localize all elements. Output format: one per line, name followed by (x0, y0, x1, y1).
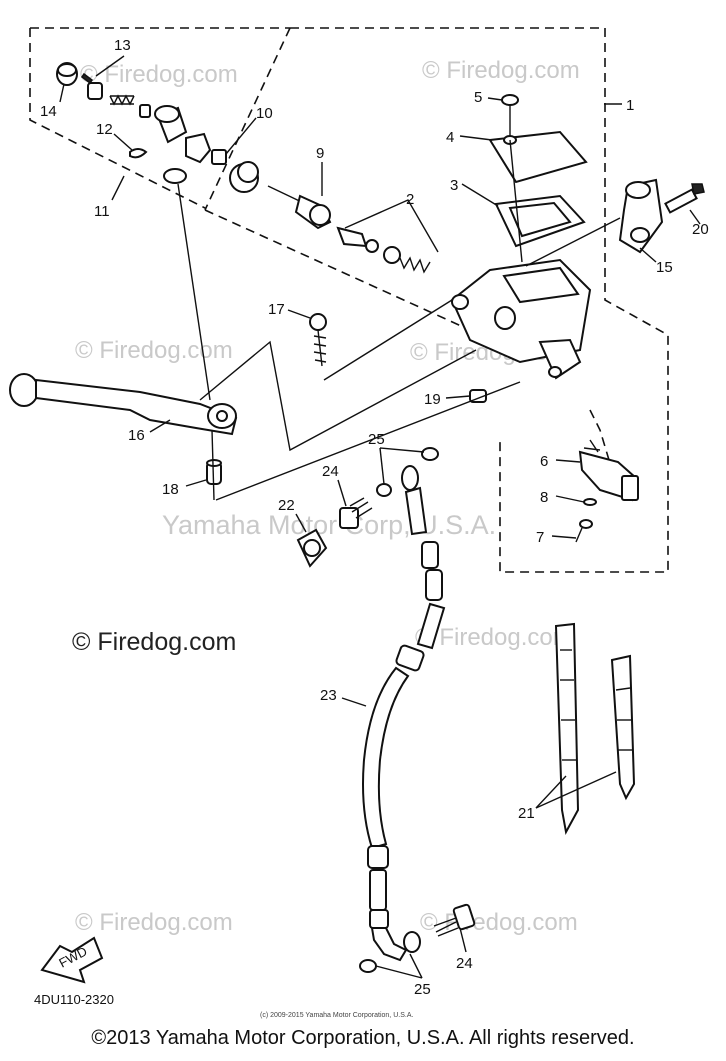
callout-24-upper: 24 (322, 463, 339, 480)
pivot-piston (154, 105, 188, 144)
watermark: © Firedog.com (422, 57, 580, 84)
watermark: © Firedog.com (75, 909, 233, 936)
part-3-diaphragm (494, 194, 586, 248)
part-12-clip (129, 148, 148, 159)
callout-15: 15 (656, 259, 673, 276)
part-2-piston-kit (336, 226, 431, 274)
watermark: © Firedog.com (415, 624, 573, 651)
callout-9: 9 (316, 145, 324, 162)
part-20-bolt (664, 183, 705, 214)
watermark: © Firedog.com (75, 337, 233, 364)
lever-line-3 (215, 381, 521, 501)
part-14-cap (56, 62, 78, 86)
part-22-bleeder (296, 528, 328, 568)
part-5-screw (501, 94, 519, 136)
callout-3: 3 (450, 177, 458, 194)
bracket-2 (344, 199, 439, 253)
part-21-cable-strap (554, 622, 580, 835)
copyright-footer: ©2013 Yamaha Motor Corporation, U.S.A. A… (91, 1027, 635, 1049)
part-24-union-bolt-upper (339, 497, 373, 529)
callout-23: 23 (320, 687, 337, 704)
callout-5: 5 (474, 89, 482, 106)
part-15-holder (618, 178, 664, 254)
callout-labels: 1 2 3 4 5 6 7 8 9 10 11 12 13 14 15 16 1… (40, 37, 709, 998)
dashed-boundary-right (589, 409, 613, 471)
part-21-cable-strap (610, 654, 636, 801)
part-25-washer-upper (376, 483, 392, 497)
watermark: Yamaha Motor Corp, U.S.A. (162, 510, 496, 540)
callout-24-lower: 24 (456, 955, 473, 972)
lever-line-2 (211, 429, 215, 501)
callout-19: 19 (424, 391, 441, 408)
lever-guide-line (199, 340, 477, 452)
part-23-brake-hose (362, 465, 446, 962)
callout-10: 10 (256, 105, 273, 122)
callout-25-lower: 25 (414, 981, 431, 998)
part-24-union-bolt-lower (433, 903, 476, 937)
dust-boot (229, 161, 259, 193)
callout-17: 17 (268, 301, 285, 318)
dashed-boundary-center (204, 209, 471, 331)
part-1-master-cylinder (450, 258, 592, 380)
fwd-arrow-icon: FWD (40, 936, 104, 984)
small-notice: (c) 2009-2015 Yamaha Motor Corporation, … (260, 1012, 413, 1019)
watermark: © Firedog.com (420, 909, 578, 936)
callout-13: 13 (114, 37, 131, 54)
dashed-boundary-master (290, 27, 669, 573)
watermark: © Firedog.com (80, 61, 238, 88)
part-16-brake-lever (9, 373, 238, 436)
callout-6: 6 (540, 453, 548, 470)
part-code: 4DU110-2320 (34, 992, 114, 1007)
spring-small (109, 94, 135, 106)
callout-22: 22 (278, 497, 295, 514)
spacer (139, 104, 151, 118)
alignment-line (509, 139, 523, 263)
callout-4: 4 (446, 129, 454, 146)
part-25-washer-upper (421, 447, 439, 461)
callout-2: 2 (406, 191, 414, 208)
part-8-washer (583, 498, 597, 506)
part-10-bolt-head (185, 132, 227, 165)
washer (163, 168, 187, 184)
lever-line-4 (177, 183, 211, 401)
part-6-brake-switch (578, 439, 639, 502)
callout-16: 16 (128, 427, 145, 444)
part-17-bolt (309, 313, 327, 367)
callout-14: 14 (40, 103, 57, 120)
part-13-nut (80, 72, 103, 100)
part-18-collar (206, 459, 222, 485)
callout-25-upper: 25 (368, 431, 385, 448)
callout-18: 18 (162, 481, 179, 498)
part-7-screw (575, 519, 593, 543)
callout-1: 1 (626, 97, 634, 114)
part-4-reservoir-cap (488, 130, 588, 184)
part-25-washer-lower (359, 959, 377, 973)
leader-lines (59, 55, 701, 979)
callout-8: 8 (540, 489, 548, 506)
dashed-boundary-lever-group (29, 27, 291, 211)
holder-line (525, 217, 621, 267)
main-watermark: © Firedog.com (72, 628, 236, 656)
part-25-washer-lower (403, 931, 421, 953)
callout-21: 21 (518, 805, 535, 822)
callout-7: 7 (536, 529, 544, 546)
pivot-line (323, 299, 453, 381)
callout-11: 11 (94, 203, 110, 220)
callout-12: 12 (96, 121, 113, 138)
callout-20: 20 (692, 221, 709, 238)
part-9-piston-rod (267, 185, 332, 230)
